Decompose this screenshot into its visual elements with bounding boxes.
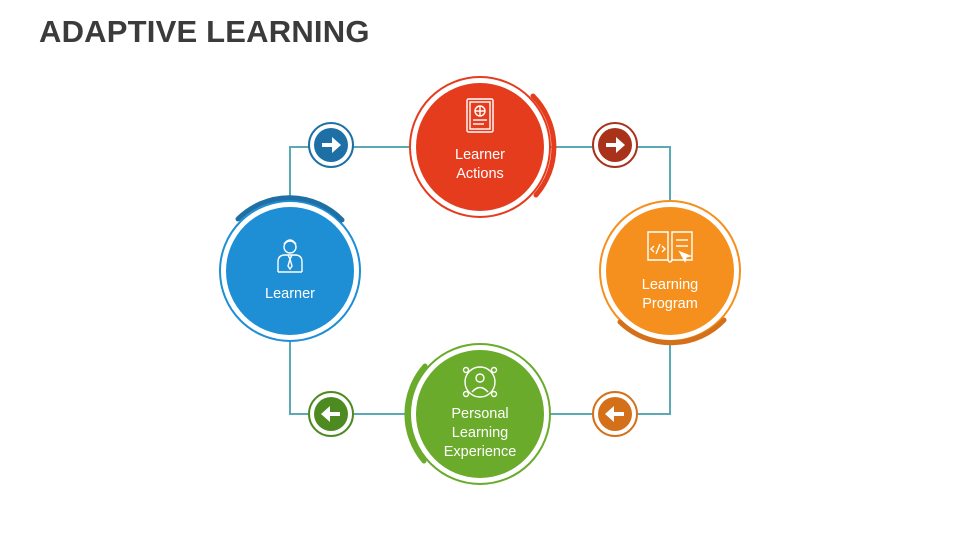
open-book-code-icon xyxy=(647,231,693,263)
arrow-badge-bottom-left xyxy=(308,391,354,437)
arrow-badge-top-right xyxy=(592,122,638,168)
node-label-learner-actions-line1: Learner xyxy=(455,147,505,163)
node-label-personal-experience-line3: Experience xyxy=(444,444,517,460)
accent-arc xyxy=(530,93,557,198)
person-network-icon xyxy=(462,366,498,398)
connector-lines xyxy=(289,146,671,415)
arrow-right-icon xyxy=(322,137,341,153)
node-label-learning-program-line2: Program xyxy=(642,296,698,312)
node-label-learning-program-line1: Learning xyxy=(642,277,698,293)
arrow-left-icon xyxy=(321,406,340,422)
document-icon xyxy=(466,98,494,133)
arrow-badge-top-left xyxy=(308,122,354,168)
connector-experience-to-learner xyxy=(289,340,412,415)
node-label-personal-experience-line2: Learning xyxy=(452,425,508,441)
node-learner-actions: Learner Actions xyxy=(409,76,557,218)
accent-arc xyxy=(235,195,345,223)
arrow-badge-bottom-right xyxy=(592,391,638,437)
connector-learner-to-actions xyxy=(289,146,412,202)
node-label-personal-experience-line1: Personal xyxy=(451,406,508,422)
node-learner: Learner xyxy=(219,195,361,342)
accent-arc xyxy=(617,317,727,346)
page-title: ADAPTIVE LEARNING xyxy=(39,14,370,49)
connector-program-to-experience xyxy=(548,338,671,415)
connector-actions-to-program xyxy=(548,146,671,204)
accent-arc xyxy=(404,363,428,464)
arrow-left-icon xyxy=(605,406,624,422)
arrow-right-icon xyxy=(606,137,625,153)
node-learning-program: Learning Program xyxy=(599,200,741,346)
node-label-learner-actions-line2: Actions xyxy=(456,166,504,182)
person-tie-icon xyxy=(277,239,303,273)
node-personal-learning-experience: Personal Learning Experience xyxy=(404,343,551,485)
node-label-learner: Learner xyxy=(265,286,315,302)
